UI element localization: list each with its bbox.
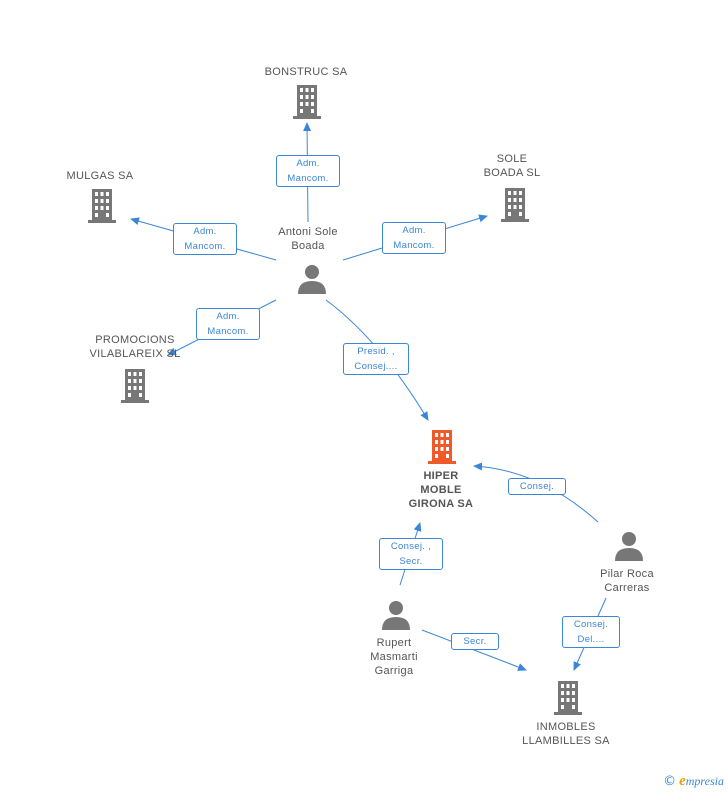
- antoni-label-line-2: Boada: [291, 240, 325, 252]
- hiper-label-line-3: GIRONA SA: [408, 498, 474, 510]
- role-line: Adm.: [193, 226, 217, 237]
- promocions-label-line-2: VILABLAREIX SL: [89, 348, 181, 360]
- inmobles-label[interactable]: INMOBLES LLAMBILLES SA: [511, 720, 621, 748]
- bonstruc-building-icon[interactable]: [292, 85, 322, 119]
- inmobles-label-line-2: LLAMBILLES SA: [522, 735, 610, 747]
- mulgas-label[interactable]: MULGAS SA: [40, 169, 160, 183]
- antoni-label-line-1: Antoni Sole: [278, 226, 338, 238]
- promocions-label-line-1: PROMOCIONS: [95, 334, 175, 346]
- empresia-brand[interactable]: ©empresia: [663, 773, 724, 790]
- brand-name: mpresia: [685, 774, 724, 788]
- rupert-label-line-1: Rupert: [376, 637, 412, 649]
- role-pilar-inmobles[interactable]: Consej. Del....: [562, 616, 620, 648]
- rupert-person-icon[interactable]: [381, 600, 411, 630]
- role-antoni-mulgas[interactable]: Adm. Mancom.: [173, 223, 237, 255]
- hiper-building-icon[interactable]: [427, 430, 457, 464]
- hiper-label[interactable]: HIPER MOBLE GIRONA SA: [391, 469, 491, 511]
- bonstruc-label-line: BONSTRUC SA: [264, 66, 348, 78]
- antoni-person-icon[interactable]: [297, 264, 327, 294]
- mulgas-building-icon[interactable]: [87, 189, 117, 223]
- rupert-label-line-3: Garriga: [374, 665, 414, 677]
- hiper-label-line-1: HIPER: [423, 470, 459, 482]
- sole-boada-label[interactable]: SOLE BOADA SL: [462, 152, 562, 180]
- role-pilar-hiper[interactable]: Consej.: [508, 478, 566, 495]
- role-line: Secr.: [399, 556, 423, 567]
- pilar-label[interactable]: Pilar Roca Carreras: [577, 567, 677, 595]
- role-rupert-inmobles[interactable]: Secr.: [451, 633, 499, 650]
- inmobles-label-line-1: INMOBLES: [536, 721, 596, 733]
- role-line: Mancom.: [287, 173, 329, 184]
- role-antoni-hiper[interactable]: Presid. , Consej....: [343, 343, 409, 375]
- promocions-building-icon[interactable]: [120, 369, 150, 403]
- role-line: Adm.: [296, 158, 320, 169]
- pilar-label-line-1: Pilar Roca: [600, 568, 654, 580]
- rupert-label[interactable]: Rupert Masmarti Garriga: [344, 636, 444, 678]
- role-rupert-hiper[interactable]: Consej. , Secr.: [379, 538, 443, 570]
- role-line: Consej. ,: [390, 541, 432, 552]
- copyright-icon: ©: [663, 774, 677, 789]
- role-line: Adm.: [402, 225, 426, 236]
- rupert-label-line-2: Masmarti: [370, 651, 418, 663]
- sole-boada-label-line-1: SOLE: [496, 153, 528, 165]
- hiper-label-line-2: MOBLE: [420, 484, 462, 496]
- role-antoni-promocions[interactable]: Adm. Mancom.: [196, 308, 260, 340]
- bonstruc-label[interactable]: BONSTRUC SA: [246, 65, 366, 79]
- pilar-person-icon[interactable]: [614, 531, 644, 561]
- role-line: Consej.: [573, 619, 609, 630]
- sole-boada-label-line-2: BOADA SL: [483, 167, 541, 179]
- mulgas-label-line: MULGAS SA: [66, 170, 134, 182]
- role-line: Consej....: [354, 361, 398, 372]
- antoni-label[interactable]: Antoni Sole Boada: [258, 225, 358, 253]
- role-line: Adm.: [216, 311, 240, 322]
- edge-rupert-inmobles: [421, 629, 527, 671]
- role-line: Presid. ,: [357, 346, 395, 357]
- role-line: Mancom.: [393, 240, 435, 251]
- pilar-label-line-2: Carreras: [604, 582, 650, 594]
- role-antoni-sole-boada[interactable]: Adm. Mancom.: [382, 222, 446, 254]
- role-line: Secr.: [463, 636, 487, 647]
- role-line: Consej.: [519, 481, 555, 492]
- role-line: Del....: [577, 634, 605, 645]
- sole-boada-building-icon[interactable]: [500, 188, 530, 222]
- brand-initial: e: [679, 773, 686, 789]
- role-antoni-bonstruc[interactable]: Adm. Mancom.: [276, 155, 340, 187]
- inmobles-building-icon[interactable]: [553, 681, 583, 715]
- role-line: Mancom.: [207, 326, 249, 337]
- role-line: Mancom.: [184, 241, 226, 252]
- promocions-label[interactable]: PROMOCIONS VILABLAREIX SL: [70, 333, 200, 361]
